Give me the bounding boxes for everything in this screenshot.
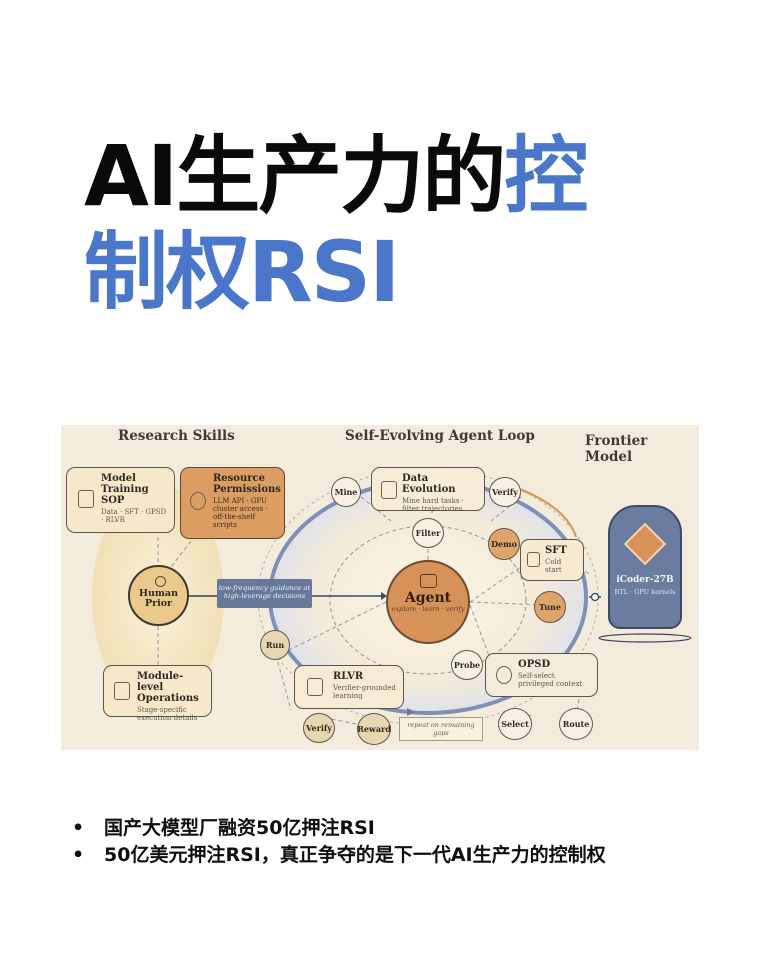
- bullet-item: • 国产大模型厂融资50亿押注RSI: [72, 815, 712, 842]
- headline: AI生产力的控制权RSI: [84, 128, 724, 320]
- card-sft-sub: Cold start: [545, 558, 562, 574]
- code-icon: [419, 574, 437, 588]
- loop-arrowhead: [407, 708, 415, 716]
- diagram-figure: Research Skills Self-Evolving Agent Loop…: [61, 425, 699, 750]
- bullet-text-2: 50亿美元押注RSI，真正争夺的是下一代AI生产力的控制权: [104, 844, 606, 866]
- card-model-training: Model Training SOP Data · SFT · GPSD · R…: [66, 467, 175, 533]
- card-model-training-sub: Data · SFT · GPSD · RLVR: [101, 508, 167, 524]
- model-connector-node: [590, 592, 600, 602]
- lightbulb-icon: [155, 576, 166, 587]
- card-rlvr-sub: Verifier-grounded learning: [333, 684, 396, 700]
- card-sft: SFT Cold start: [520, 539, 584, 581]
- pill-select: Select: [498, 708, 532, 740]
- card-resource-permissions: Resource Permissions LLM API · GPU clust…: [180, 467, 285, 539]
- headline-part1: AI生产力的: [84, 127, 506, 225]
- flow-icon: [114, 682, 130, 700]
- repeat-note: repeat on remaining gaps: [399, 717, 483, 741]
- card-data-evolution-sub: Mine hard tasks · filter trajectories: [402, 497, 464, 513]
- pill-probe: Probe: [451, 650, 483, 680]
- bullet-dot: •: [72, 817, 85, 839]
- card-module-title: Module-level Operations: [137, 671, 199, 704]
- guidance-box: low-frequency guidance at high-leverage …: [217, 579, 312, 608]
- frontier-model-card: iCoder-27B RTL · GPU kernels: [608, 505, 682, 629]
- card-opsd-sub: Self-select privileged context: [518, 672, 583, 688]
- headline-part3: 制权RSI: [84, 223, 400, 321]
- agent-title: Agent: [404, 590, 452, 606]
- pill-verify-top: Verify: [489, 477, 521, 507]
- card-module-sub: Stage-specific execution details: [137, 706, 198, 722]
- card-rlvr: RLVR Verifier-grounded learning: [294, 665, 404, 709]
- model-shadow: [598, 633, 692, 643]
- bullet-text-1: 国产大模型厂融资50亿押注RSI: [104, 817, 375, 839]
- box-icon: [527, 552, 540, 567]
- pill-run: Run: [260, 630, 290, 660]
- pill-filter: Filter: [412, 518, 444, 548]
- shield-icon: [307, 678, 323, 696]
- pill-tune: Tune: [534, 591, 566, 623]
- section-research-skills: Research Skills: [118, 428, 235, 444]
- section-agent-loop: Self-Evolving Agent Loop: [345, 428, 535, 444]
- model-name: iCoder-27B: [616, 575, 674, 585]
- network-icon: [190, 492, 206, 510]
- card-model-training-title: Model Training SOP: [101, 473, 149, 506]
- card-sft-title: SFT: [545, 545, 567, 556]
- checklist-icon: [78, 490, 94, 508]
- guidance-arrowhead: [381, 592, 387, 600]
- card-data-evolution-title: Data Evolution: [402, 473, 456, 495]
- bullet-item: • 50亿美元押注RSI，真正争夺的是下一代AI生产力的控制权: [72, 842, 712, 869]
- model-sub: RTL · GPU kernels: [614, 588, 676, 596]
- card-data-evolution: Data Evolution Mine hard tasks · filter …: [371, 467, 485, 513]
- pill-reward: Reward: [357, 713, 391, 745]
- section-frontier-model: Frontier Model: [585, 433, 648, 465]
- bullet-list: • 国产大模型厂融资50亿押注RSI • 50亿美元押注RSI，真正争夺的是下一代A…: [72, 815, 712, 869]
- card-opsd: OPSD Self-select privileged context: [485, 653, 598, 697]
- pill-route: Route: [559, 708, 593, 740]
- agent-sub: explore · learn · verify: [391, 605, 465, 613]
- card-resource-sub: LLM API · GPU cluster access · off-the-s…: [213, 497, 268, 529]
- pill-demo: Demo: [488, 528, 520, 560]
- card-module-operations: Module-level Operations Stage-specific e…: [103, 665, 212, 722]
- headline-part2: 控: [504, 127, 588, 225]
- human-prior-label: Human Prior: [139, 588, 178, 609]
- card-opsd-title: OPSD: [518, 659, 551, 670]
- pill-verify-bottom: Verify: [303, 713, 335, 743]
- bullet-dot: •: [72, 844, 85, 866]
- nodes-icon: [496, 666, 512, 684]
- card-rlvr-title: RLVR: [333, 671, 364, 682]
- filter-icon: [381, 481, 397, 499]
- pill-mine: Mine: [331, 477, 361, 507]
- card-resource-title: Resource Permissions: [213, 473, 281, 495]
- layers-icon: [623, 522, 667, 566]
- human-prior-node: Human Prior: [128, 565, 189, 626]
- agent-node: Agent explore · learn · verify: [386, 560, 470, 644]
